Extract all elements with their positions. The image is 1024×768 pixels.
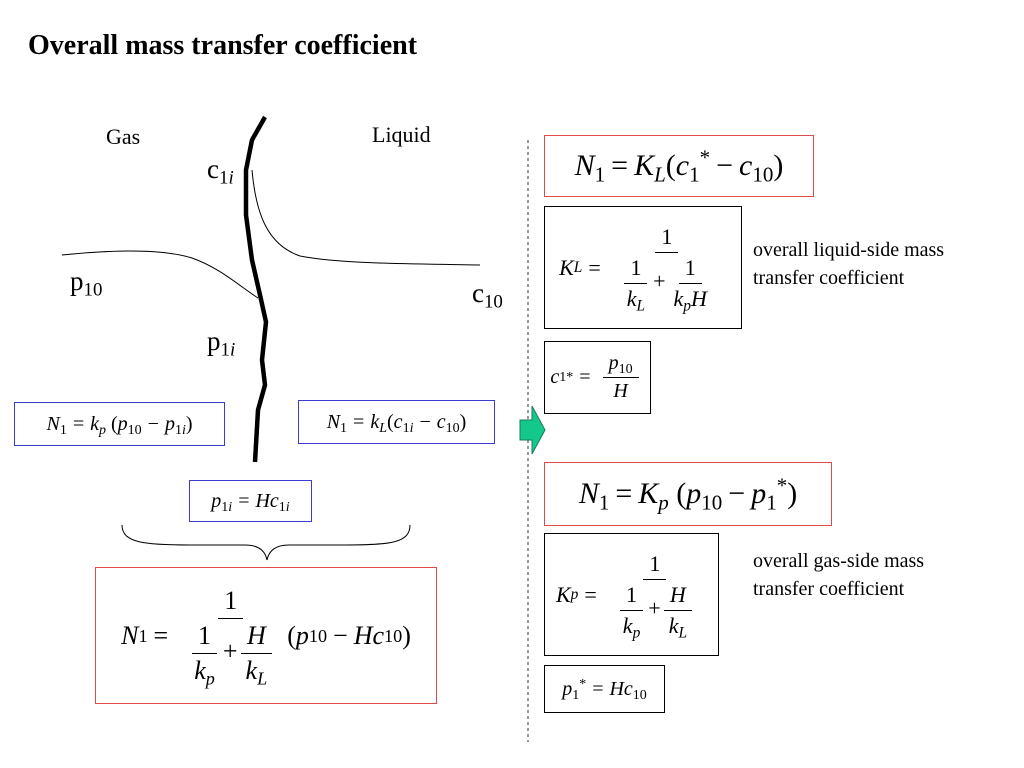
curly-brace	[121, 524, 411, 561]
gas-overall-flux-equation: N1=Kp (p10−p1*)	[544, 462, 832, 526]
p-star-equation: p1*=Hc10	[544, 665, 665, 713]
page-title: Overall mass transfer coefficient	[28, 30, 418, 61]
equilibrium-equation: p1i=Hc1i	[189, 480, 312, 522]
interface-line	[243, 115, 269, 463]
liquid-side-flux-equation: N1=kL(c1i−c10)	[298, 400, 495, 444]
p1i-label: p1i	[207, 326, 236, 361]
liquid-side-note: overall liquid-side mass transfer coeffi…	[753, 239, 945, 289]
right-arrow-icon	[519, 405, 546, 455]
c10-label: c10	[472, 278, 503, 313]
c1i-label: c1i	[207, 154, 234, 189]
liquid-profile-curve	[251, 169, 481, 266]
p10-label: p10	[70, 266, 103, 301]
gas-label: Gas	[106, 124, 141, 149]
gas-side-flux-equation: N1=kp (p10−p1i)	[14, 402, 225, 446]
liquid-overall-flux-equation: N1=KL(c1*−c10)	[544, 135, 814, 197]
liquid-label: Liquid	[372, 122, 431, 147]
gas-profile-curve	[61, 250, 259, 299]
gas-side-note: overall gas-side mass transfer coefficie…	[753, 550, 925, 600]
